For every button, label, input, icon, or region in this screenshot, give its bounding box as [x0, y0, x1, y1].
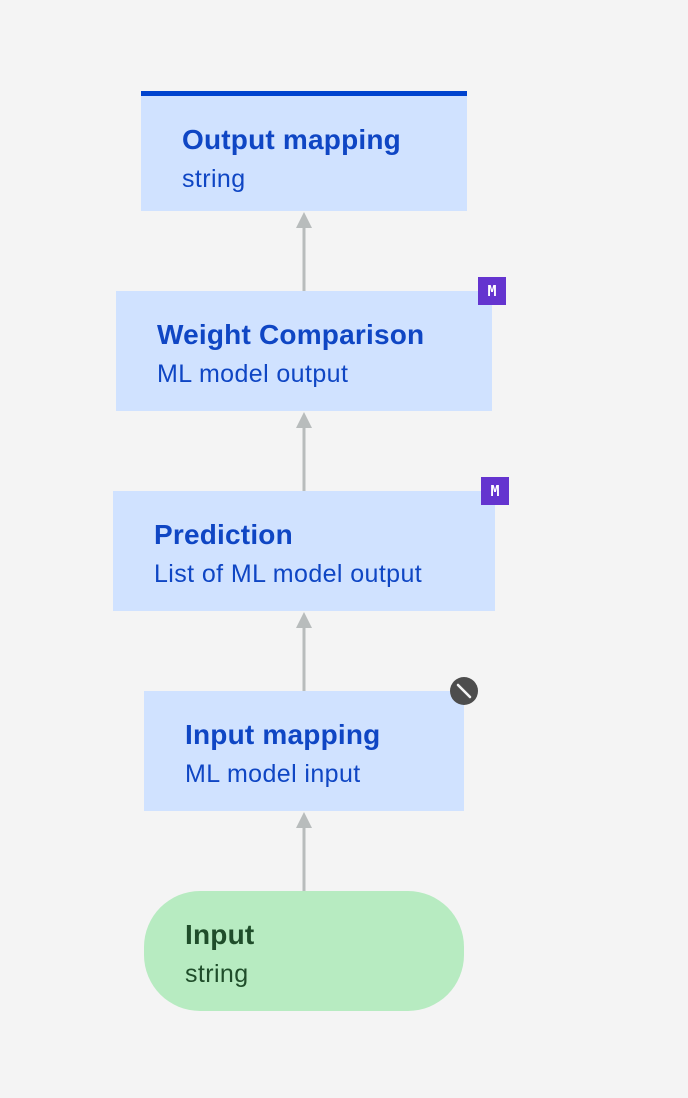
- node-title: Input: [185, 919, 255, 950]
- disabled-icon: [450, 677, 478, 705]
- arrowhead-icon: [296, 612, 312, 628]
- model-badge-icon: M: [478, 277, 506, 305]
- node-subtitle: ML model output: [157, 360, 349, 388]
- node-title: Weight Comparison: [157, 319, 425, 350]
- node-subtitle: string: [182, 165, 246, 193]
- node-subtitle: ML model input: [185, 760, 361, 788]
- node-title: Output mapping: [182, 124, 401, 155]
- arrowhead-icon: [296, 412, 312, 428]
- node-input-mapping[interactable]: Input mapping ML model input: [144, 691, 464, 811]
- node-prediction[interactable]: Prediction List of ML model output: [113, 491, 495, 611]
- node-subtitle: List of ML model output: [154, 560, 423, 588]
- node-title: Input mapping: [185, 719, 381, 750]
- arrowhead-icon: [296, 812, 312, 828]
- node-subtitle: string: [185, 960, 249, 988]
- node-title: Prediction: [154, 519, 293, 550]
- node-weight-comparison[interactable]: Weight Comparison ML model output: [116, 291, 492, 411]
- edge-prediction-to-weight-comparison: [296, 412, 312, 491]
- node-output-mapping[interactable]: Output mapping string: [141, 91, 467, 211]
- edge-weight-comparison-to-output-mapping: [296, 212, 312, 291]
- node-input[interactable]: Input string: [144, 891, 464, 1011]
- edge-input-mapping-to-prediction: [296, 612, 312, 691]
- arrowhead-icon: [296, 212, 312, 228]
- model-badge-icon: M: [481, 477, 509, 505]
- edge-input-to-input-mapping: [296, 812, 312, 891]
